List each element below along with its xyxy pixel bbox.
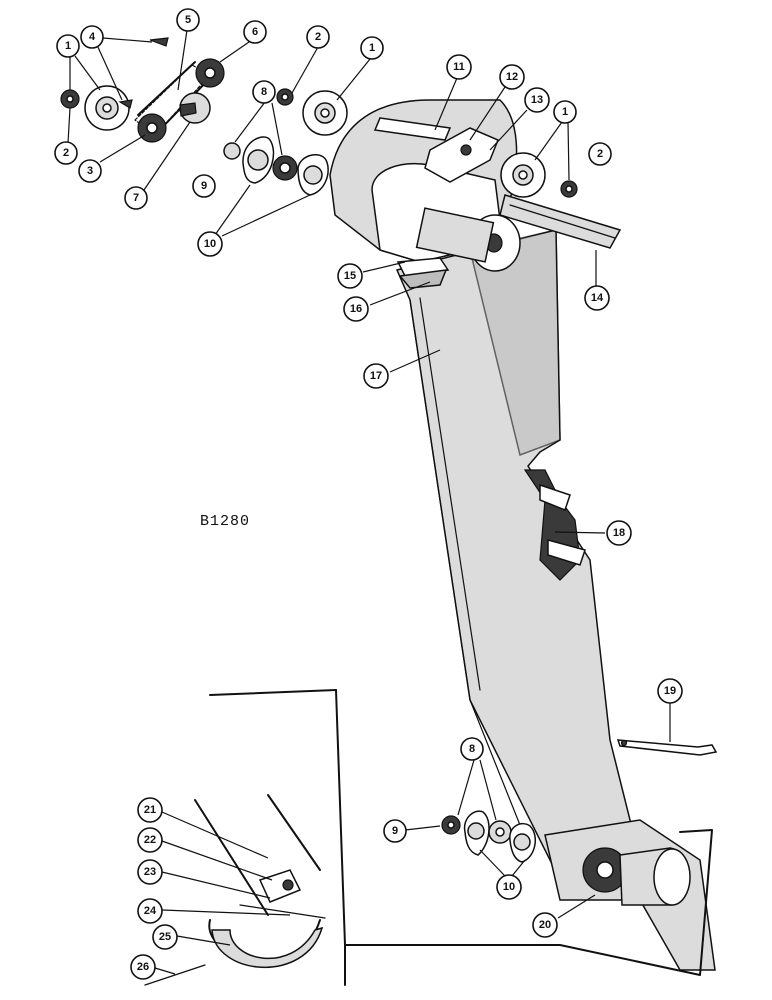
callout-18: 18 (606, 520, 632, 546)
callout-2: 2 (306, 25, 330, 49)
callout-15: 15 (337, 263, 363, 289)
svg-text:10: 10 (204, 238, 216, 250)
svg-text:22: 22 (144, 834, 156, 846)
callout-8: 8 (252, 80, 276, 104)
svg-text:21: 21 (144, 804, 156, 816)
callout-1: 1 (360, 36, 384, 60)
callout-9: 9 (192, 174, 216, 198)
callout-9: 9 (383, 819, 407, 843)
svg-text:24: 24 (144, 905, 157, 917)
svg-text:9: 9 (201, 180, 207, 192)
svg-text:26: 26 (137, 961, 149, 973)
svg-text:1: 1 (65, 40, 71, 52)
callout-16: 16 (343, 296, 369, 322)
callout-2: 2 (588, 142, 612, 166)
svg-text:14: 14 (591, 292, 604, 304)
svg-text:16: 16 (350, 303, 362, 315)
callout-4: 4 (80, 25, 104, 49)
svg-text:1: 1 (562, 106, 568, 118)
svg-text:11: 11 (453, 61, 465, 73)
callout-19: 19 (657, 678, 683, 704)
svg-text:15: 15 (344, 270, 356, 282)
svg-text:5: 5 (185, 14, 191, 26)
svg-text:2: 2 (315, 31, 321, 43)
callout-24: 24 (137, 898, 163, 924)
scraper-inset (144, 794, 326, 986)
lower-bearing-components (441, 810, 537, 863)
callout-10: 10 (496, 874, 522, 900)
brace-part (616, 739, 718, 756)
svg-text:25: 25 (159, 931, 171, 943)
callout-12: 12 (499, 64, 525, 90)
callout-26: 26 (130, 954, 156, 980)
leader-lines (67, 29, 671, 975)
elevator-assembly (209, 99, 716, 986)
callout-10: 10 (197, 231, 223, 257)
callout-23: 23 (137, 859, 163, 885)
svg-text:8: 8 (261, 86, 267, 98)
svg-text:4: 4 (89, 31, 96, 43)
callout-2: 2 (54, 141, 78, 165)
svg-text:10: 10 (503, 881, 515, 893)
svg-text:17: 17 (370, 370, 382, 382)
callout-8: 8 (460, 737, 484, 761)
svg-text:12: 12 (506, 71, 518, 83)
callout-25: 25 (152, 924, 178, 950)
callout-1: 1 (56, 34, 80, 58)
callout-5: 5 (176, 8, 200, 32)
svg-text:9: 9 (392, 825, 398, 837)
svg-text:3: 3 (87, 165, 93, 177)
svg-text:23: 23 (144, 866, 156, 878)
svg-text:13: 13 (531, 94, 543, 106)
svg-text:7: 7 (133, 192, 139, 204)
callout-14: 14 (584, 285, 610, 311)
svg-text:20: 20 (539, 919, 551, 931)
drawing-code: B1280 (200, 513, 250, 530)
svg-text:8: 8 (469, 743, 475, 755)
callout-22: 22 (137, 827, 163, 853)
callout-6: 6 (243, 20, 267, 44)
svg-text:6: 6 (252, 26, 258, 38)
callout-1: 1 (553, 100, 577, 124)
callout-7: 7 (124, 186, 148, 210)
callout-20: 20 (532, 912, 558, 938)
svg-text:2: 2 (597, 148, 603, 160)
svg-text:18: 18 (613, 527, 625, 539)
callout-17: 17 (363, 363, 389, 389)
svg-text:2: 2 (63, 147, 69, 159)
callout-21: 21 (137, 797, 163, 823)
callout-11: 11 (446, 54, 472, 80)
svg-text:1: 1 (369, 42, 375, 54)
svg-text:19: 19 (664, 685, 676, 697)
callout-3: 3 (78, 159, 102, 183)
callout-13: 13 (524, 87, 550, 113)
drive-components (60, 37, 578, 198)
